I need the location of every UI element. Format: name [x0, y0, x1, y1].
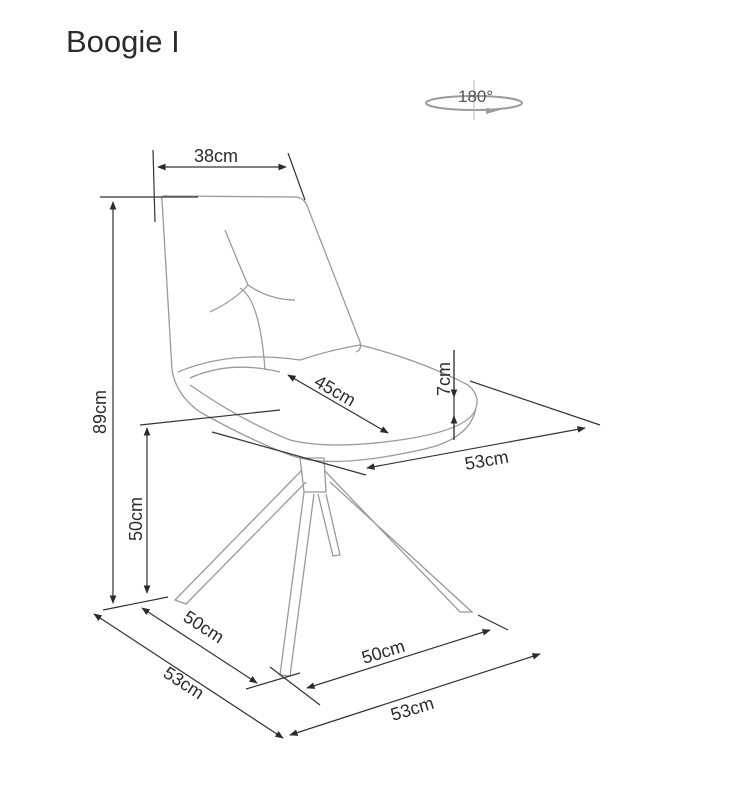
rotation-label: 180°: [458, 87, 493, 106]
product-title: Boogie I: [66, 24, 180, 59]
seat-thickness-label: 7cm: [434, 362, 454, 396]
seat-depth-label: 45cm: [311, 371, 359, 410]
seat-height-label: 50cm: [126, 497, 146, 541]
base-depth-label: 50cm: [180, 607, 228, 648]
backrest-width-label: 38cm: [194, 146, 238, 166]
total-height-label: 89cm: [90, 390, 110, 434]
overall-depth-label: 53cm: [160, 663, 208, 704]
dimension-lines: [93, 149, 601, 739]
rotate-icon: [425, 80, 523, 120]
chair-sketch: [160, 195, 478, 677]
base-width-label: 50cm: [359, 636, 407, 668]
seat-width-label: 53cm: [463, 447, 510, 474]
overall-width-label: 53cm: [388, 693, 436, 725]
